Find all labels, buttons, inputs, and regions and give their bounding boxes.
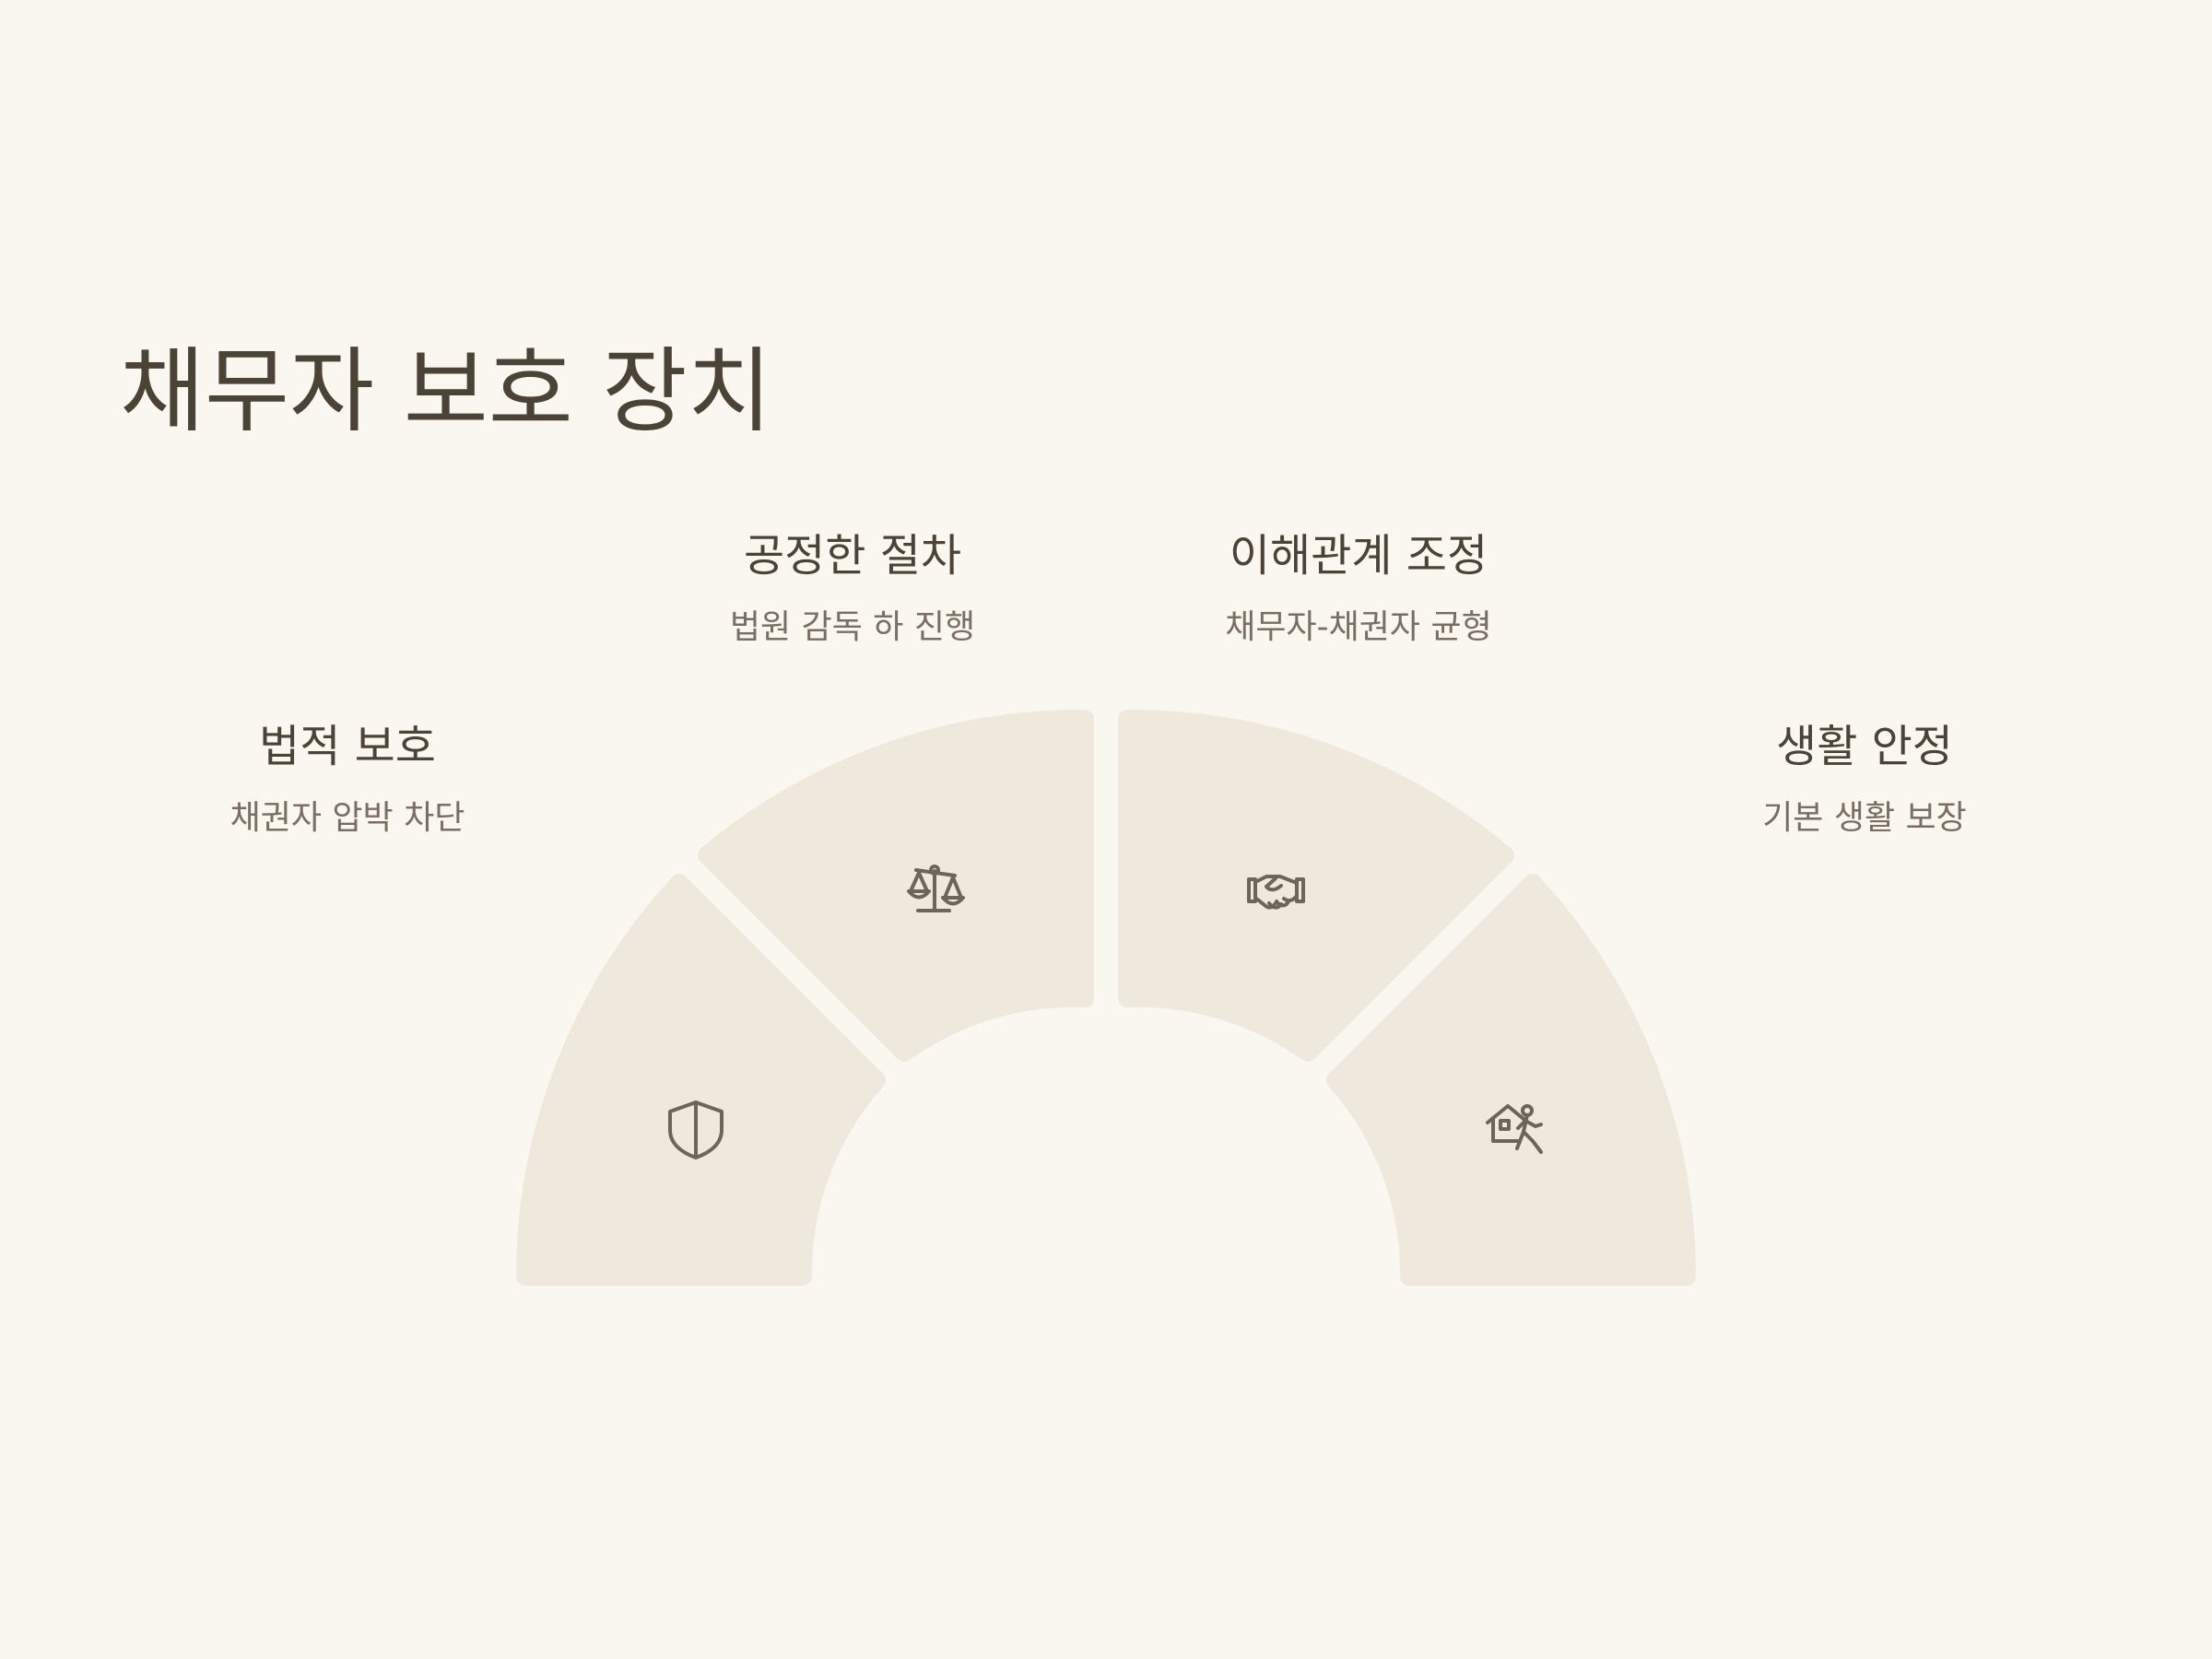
shield-icon (668, 1100, 724, 1159)
label-title: 법적 보호 (259, 721, 436, 772)
label-title: 생활 안정 (1776, 721, 1953, 772)
label-description: 법원 감독 하 진행 (729, 607, 976, 646)
segment-livelihood-stability[interactable] (1326, 874, 1696, 1286)
label-title: 공정한 절차 (743, 530, 962, 582)
handshake-icon (1247, 875, 1305, 910)
label-interest-coordination: 이해관계 조정 채무자-채권자 균형 (1147, 530, 1571, 647)
label-legal-protection: 법적 보호 채권자 압박 차단 (135, 721, 559, 838)
label-description: 기본 생활 보장 (1762, 798, 1967, 837)
label-title: 이해관계 조정 (1229, 530, 1488, 582)
label-livelihood-stability: 생활 안정 기본 생활 보장 (1653, 721, 2077, 838)
label-description: 채무자-채권자 균형 (1225, 607, 1492, 646)
label-description: 채권자 압박 차단 (229, 798, 465, 837)
segment-interest-coordination[interactable] (1118, 709, 1514, 1062)
page-title: 채무자 보호 장치 (120, 337, 772, 445)
segment-legal-protection[interactable] (516, 874, 886, 1286)
scales-icon (907, 865, 965, 912)
house-person-icon (1486, 1104, 1543, 1154)
label-fair-procedure: 공정한 절차 법원 감독 하 진행 (641, 530, 1065, 647)
segment-fair-procedure[interactable] (698, 709, 1094, 1062)
